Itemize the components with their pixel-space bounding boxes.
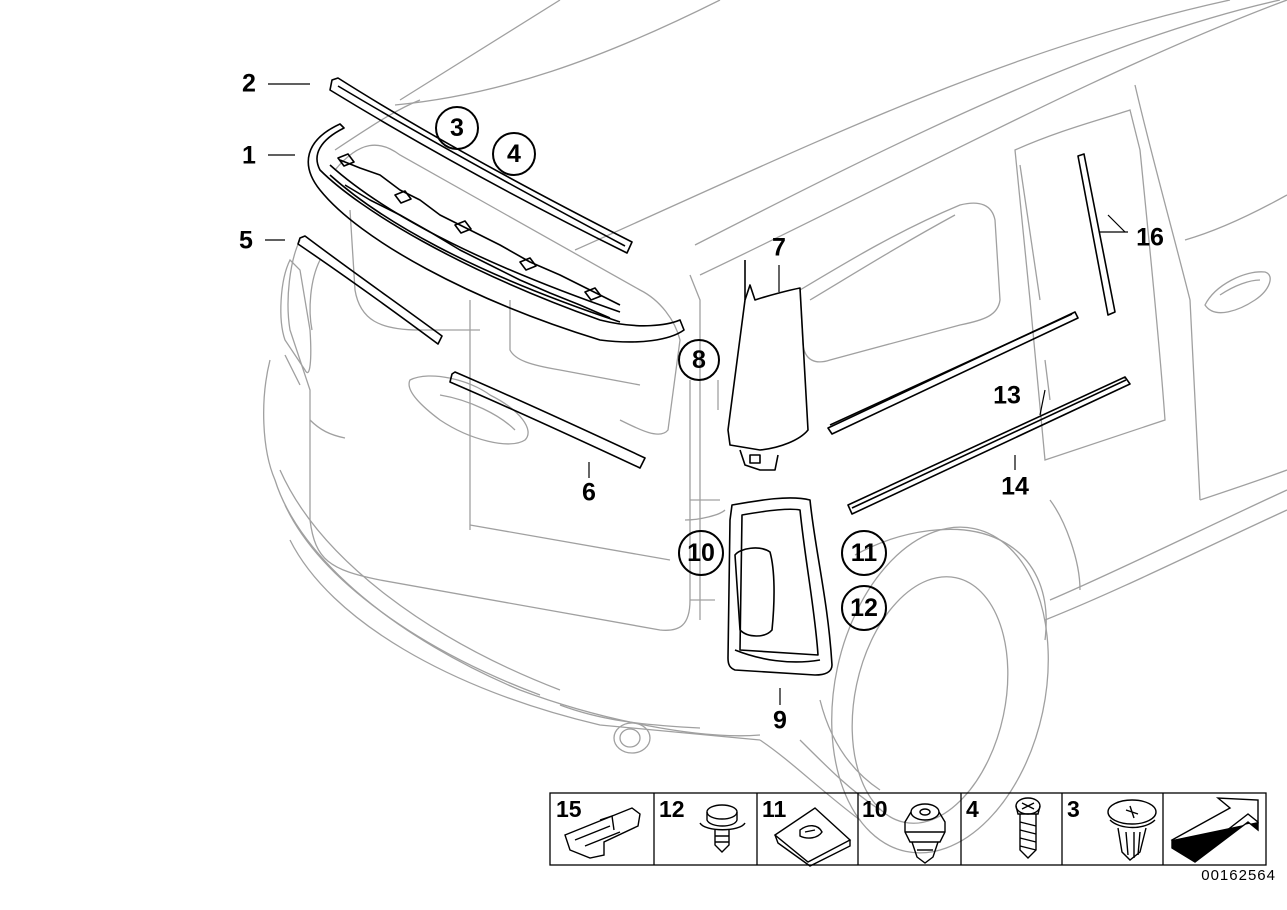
part-14-strip bbox=[847, 376, 1131, 515]
expansion-nut-icon bbox=[904, 803, 946, 864]
part-9-lamp bbox=[727, 497, 833, 676]
leader-lines bbox=[265, 83, 1128, 705]
car-body-outline bbox=[264, 0, 1287, 873]
expanding-rivet-icon bbox=[1107, 799, 1157, 861]
clip-bracket-icon bbox=[564, 807, 641, 859]
legend-label-4: 4 bbox=[966, 796, 979, 822]
callout-2: 2 bbox=[242, 69, 256, 98]
legend-label-3: 3 bbox=[1067, 796, 1080, 822]
callout-1: 1 bbox=[242, 141, 256, 170]
legend-label-11: 11 bbox=[762, 796, 787, 822]
callout-14: 14 bbox=[1001, 472, 1029, 501]
part-2-trim bbox=[329, 77, 633, 254]
callout-5: 5 bbox=[239, 226, 253, 255]
callout-11: 11 bbox=[841, 530, 887, 576]
callout-4: 4 bbox=[492, 132, 536, 176]
legend-label-10: 10 bbox=[862, 796, 888, 822]
callout-16: 16 bbox=[1136, 223, 1164, 252]
legend-label-15: 15 bbox=[556, 796, 582, 822]
part-1-spoiler bbox=[307, 123, 685, 343]
callout-7: 7 bbox=[772, 233, 786, 262]
part-7-pillar bbox=[727, 284, 809, 451]
callout-10: 10 bbox=[678, 530, 724, 576]
legend-box bbox=[549, 792, 1267, 866]
legend-label-12: 12 bbox=[659, 796, 685, 822]
part-lines bbox=[297, 77, 1131, 676]
part-16-strip bbox=[1077, 153, 1116, 316]
part-6-strip bbox=[449, 371, 646, 469]
callout-6: 6 bbox=[582, 478, 596, 507]
direction-arrow-icon bbox=[1170, 797, 1259, 863]
speed-nut-icon bbox=[773, 807, 852, 867]
diagram-reference-number: 00162564 bbox=[1201, 867, 1276, 884]
part-5-strip bbox=[297, 235, 443, 345]
flange-screw-icon bbox=[699, 804, 746, 853]
callout-12: 12 bbox=[841, 585, 887, 631]
screw-icon bbox=[1015, 797, 1041, 859]
callout-3: 3 bbox=[435, 106, 479, 150]
callout-9: 9 bbox=[773, 706, 787, 735]
callout-8: 8 bbox=[678, 339, 720, 381]
callout-13: 13 bbox=[993, 381, 1021, 410]
